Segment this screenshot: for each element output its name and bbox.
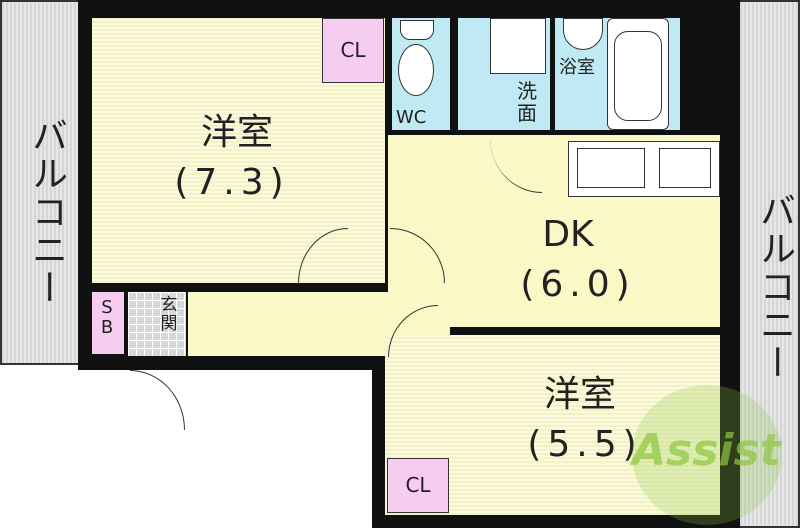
toilet-icon — [400, 20, 434, 40]
balcony-right: バルコニー — [738, 0, 800, 528]
western-room-large-name: 洋室 — [200, 112, 273, 153]
closet-top-label: CL — [340, 38, 366, 62]
washing-machine-icon — [490, 18, 546, 74]
washroom: 洗面 — [458, 18, 550, 130]
entrance: 玄関 — [128, 292, 186, 356]
wc: WC — [392, 18, 450, 130]
wc-label: WC — [396, 107, 427, 128]
entrance-door — [130, 370, 185, 430]
kitchen-sink-icon — [577, 148, 645, 188]
dk-size: (6.0) — [520, 264, 636, 305]
assist-logo-text: Assist — [632, 425, 781, 476]
toilet-bowl-icon — [398, 44, 434, 96]
dk-name: DK — [542, 214, 594, 255]
storage-sb: SB — [92, 292, 124, 354]
sink-icon — [563, 18, 603, 50]
stove-icon — [659, 148, 711, 188]
storage-label: SB — [100, 297, 114, 338]
kitchen-counter — [568, 141, 720, 197]
entrance-label: 玄関 — [160, 295, 178, 334]
western-room-large-size: (7.3) — [174, 162, 290, 203]
closet-top: CL — [322, 18, 384, 83]
bathroom-label: 浴室 — [559, 57, 595, 78]
balcony-right-label: バルコニー — [754, 192, 795, 382]
assist-logo: Assist — [632, 385, 782, 525]
balcony-left-label: バルコニー — [26, 117, 67, 307]
bathroom: 浴室 — [555, 18, 680, 130]
washroom-label: 洗面 — [517, 79, 537, 125]
bathtub-icon — [607, 18, 669, 130]
western-room-small-size: (5.5) — [527, 424, 643, 465]
closet-bottom-label: CL — [405, 473, 431, 497]
closet-bottom: CL — [387, 458, 449, 513]
western-room-small-name: 洋室 — [543, 374, 616, 415]
balcony-left: バルコニー — [0, 0, 80, 365]
